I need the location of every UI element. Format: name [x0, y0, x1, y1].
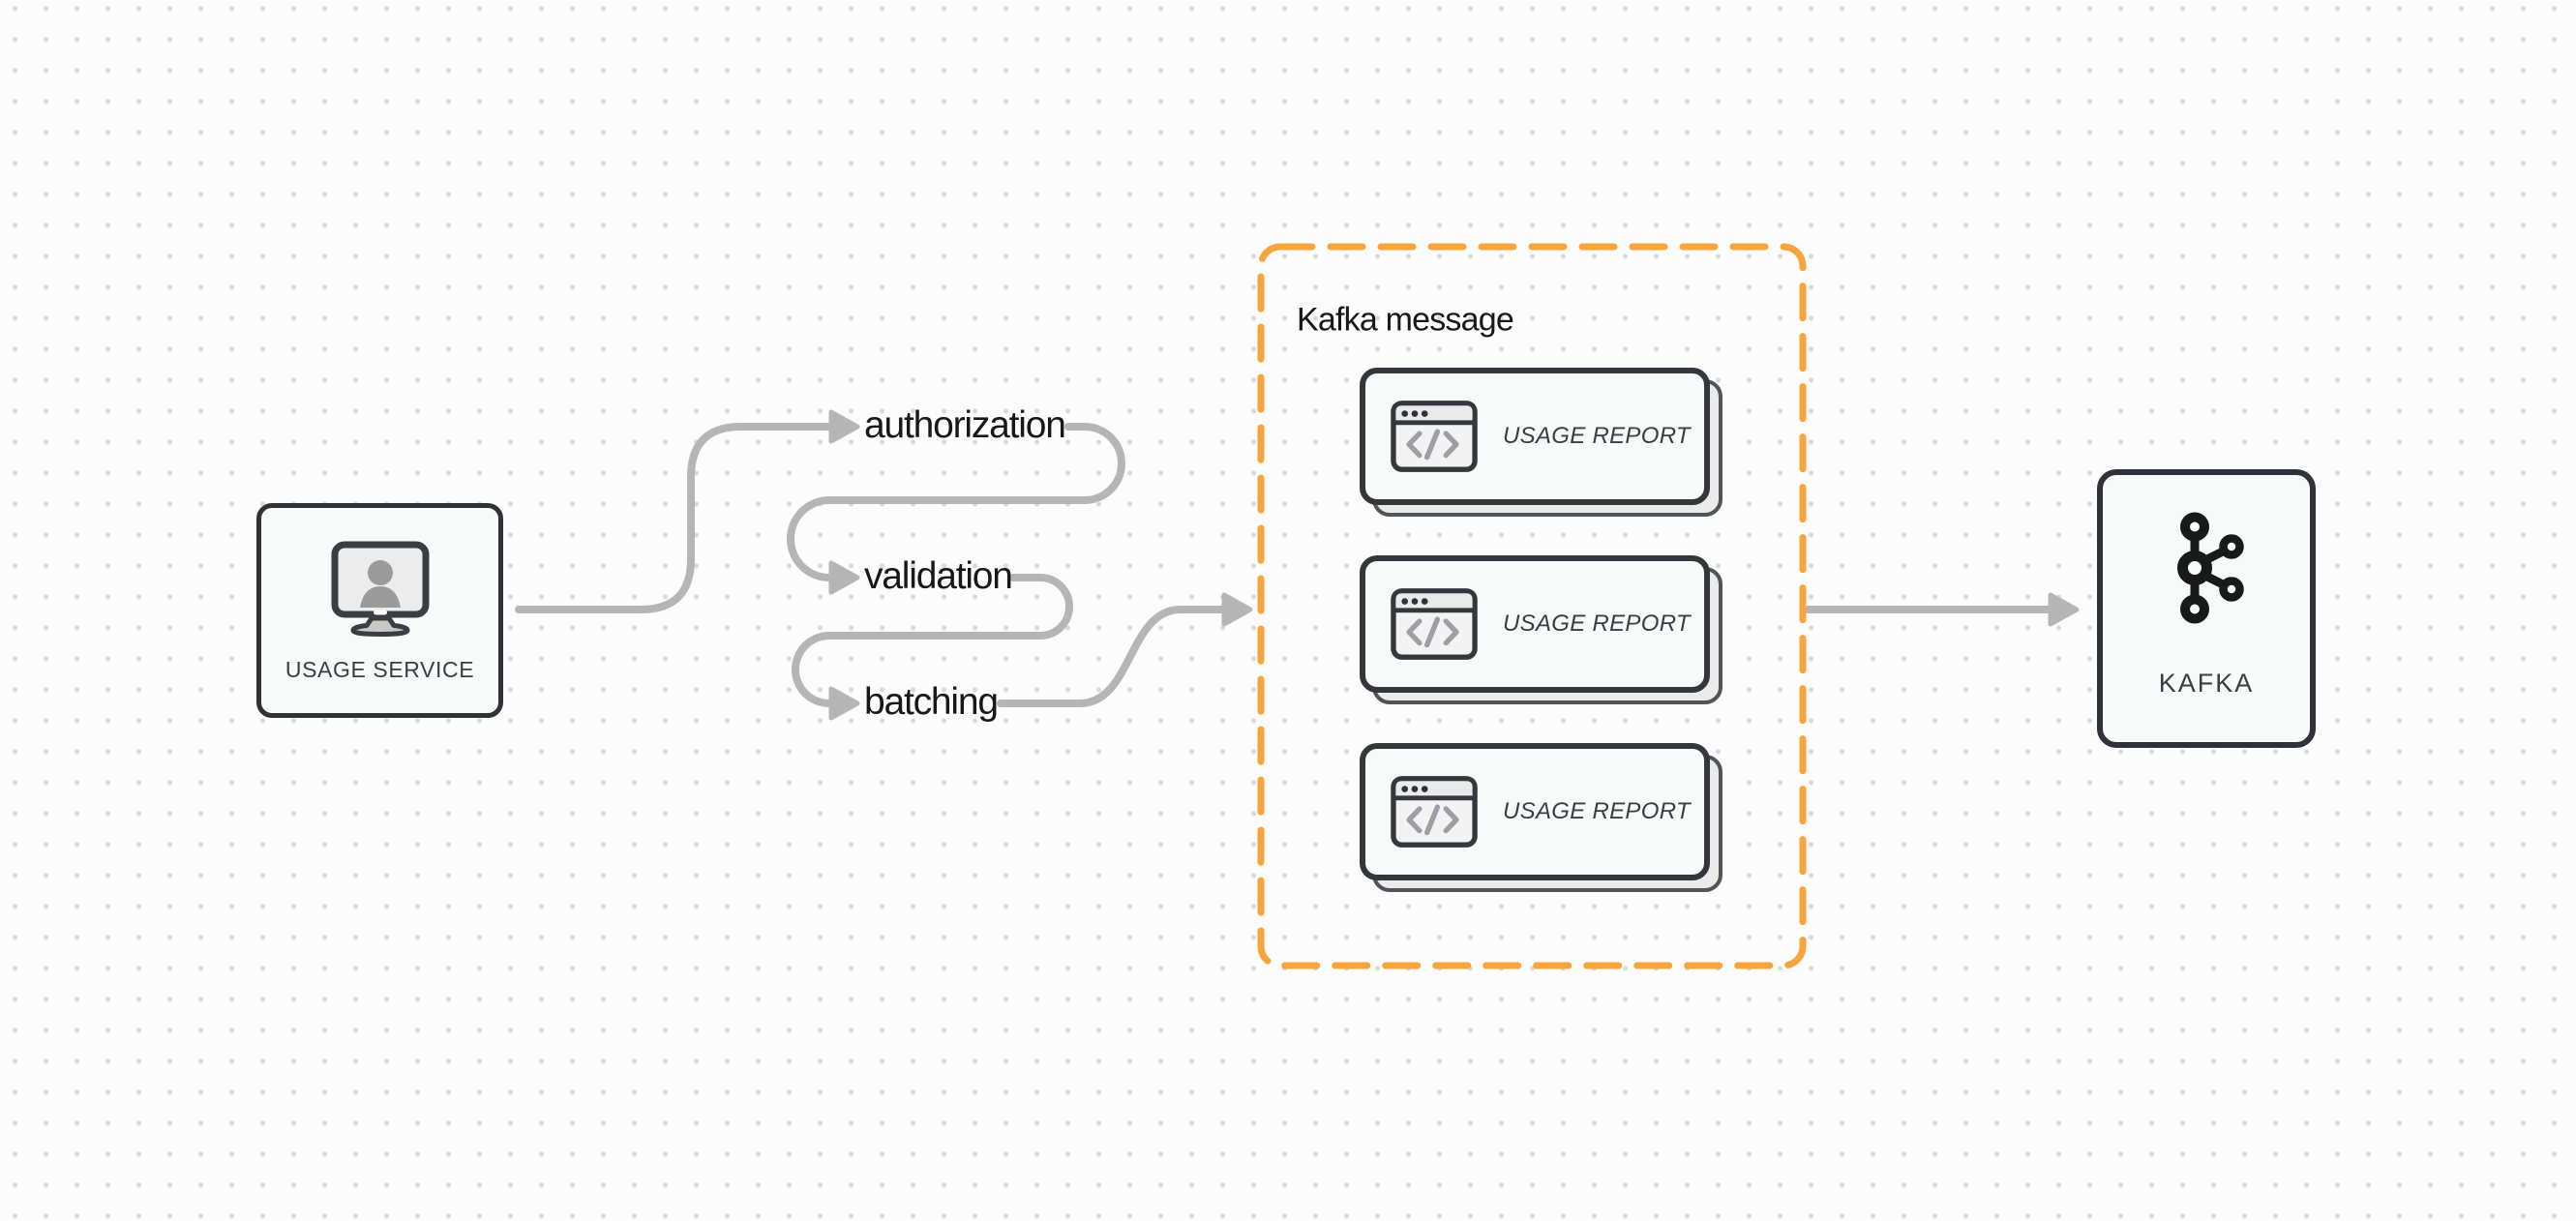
usage-report-label: USAGE REPORT: [1503, 423, 1691, 449]
arrowhead-icon: [828, 560, 860, 595]
usage-report-card: USAGE REPORT: [1360, 743, 1722, 892]
arrow-usage-service-to-authorization: [515, 409, 860, 613]
arrowhead-icon: [2048, 592, 2080, 627]
arrowhead-icon: [828, 409, 860, 444]
step-label-batching: batching: [864, 681, 999, 724]
code-window-icon: [1391, 401, 1478, 472]
arrow-batching-to-kafka-message: [997, 592, 1253, 707]
step-label-validation: validation: [864, 555, 1013, 598]
code-window-icon: [1391, 588, 1478, 660]
kafka-node: KAFKA: [2097, 469, 2316, 748]
kafka-message-group-title: Kafka message: [1297, 301, 1514, 339]
code-window-icon: [1391, 776, 1478, 848]
kafka-label: KAFKA: [2158, 669, 2255, 698]
usage-report-card: USAGE REPORT: [1360, 368, 1722, 517]
arrow-authorization-to-validation: [787, 423, 1125, 595]
kafka-message-group-border: [1257, 243, 1807, 969]
arrowhead-icon: [1221, 592, 1253, 627]
arrow-validation-to-batching: [792, 574, 1073, 721]
arrowhead-icon: [828, 686, 860, 721]
kafka-logo-icon: [2177, 512, 2244, 624]
usage-service-label: USAGE SERVICE: [285, 657, 475, 682]
step-label-authorization: authorization: [864, 404, 1066, 447]
usage-report-label: USAGE REPORT: [1503, 798, 1691, 824]
usage-report-label: USAGE REPORT: [1503, 610, 1691, 637]
monitor-user-icon: [331, 541, 429, 637]
usage-report-card: USAGE REPORT: [1360, 555, 1722, 704]
arrow-kafka-message-to-kafka: [1805, 592, 2080, 627]
usage-service-node: USAGE SERVICE: [256, 503, 503, 718]
